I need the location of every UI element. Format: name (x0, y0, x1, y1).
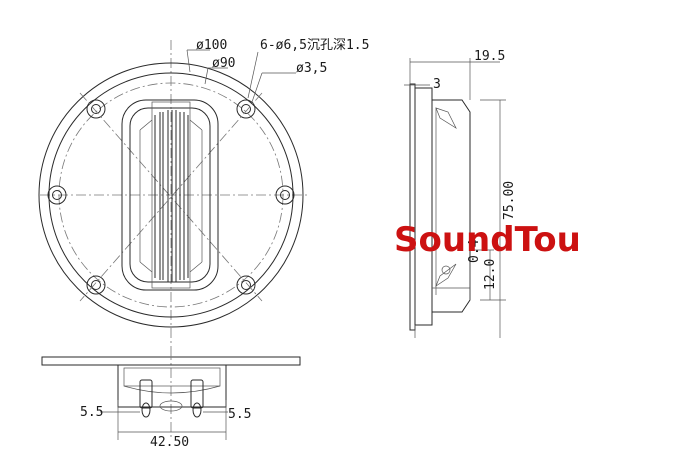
terminal (190, 379, 204, 409)
terminal (139, 379, 153, 409)
lower-offset-dim: 12.0 (483, 259, 498, 290)
bolt-circle (58, 82, 284, 308)
side-view: 19.5 3 75.00 12.0 0.4 (404, 49, 517, 338)
mounting-hole (86, 99, 106, 119)
inner-ring (48, 72, 294, 318)
ribbon-frame (121, 99, 219, 291)
terminal-span-dim: 42.50 (150, 435, 189, 450)
mounting-hole (236, 275, 256, 295)
mounting-hole (47, 185, 67, 205)
outer-diameter-label: ø100 (196, 38, 227, 53)
small-offset-dim: 0.4 (467, 239, 482, 263)
front-view: ø100 ø90 6-ø6,5沉孔深1.5 ø3,5 (38, 38, 369, 350)
magnet-body (117, 364, 227, 408)
mounting-holes (47, 99, 295, 295)
flange-thickness-dim: 3 (433, 77, 441, 92)
side-flange (409, 83, 416, 331)
terminal-left-dim: 5.5 (80, 405, 103, 420)
watermark-text: SoundTou (394, 220, 581, 260)
mounting-hole (275, 185, 295, 205)
outer-ring (38, 62, 304, 328)
mounting-hole (86, 275, 106, 295)
depth-dim: 19.5 (474, 49, 505, 64)
holes-label: 6-ø6,5沉孔深1.5 (260, 38, 369, 53)
bolt-circle-label: ø90 (212, 56, 235, 71)
pin-hole-label: ø3,5 (296, 61, 327, 76)
terminal-right-dim: 5.5 (228, 407, 251, 422)
bottom-view: 5.5 5.5 42.50 (41, 350, 301, 450)
mounting-hole (236, 99, 256, 119)
height-dim: 75.00 (502, 181, 517, 220)
